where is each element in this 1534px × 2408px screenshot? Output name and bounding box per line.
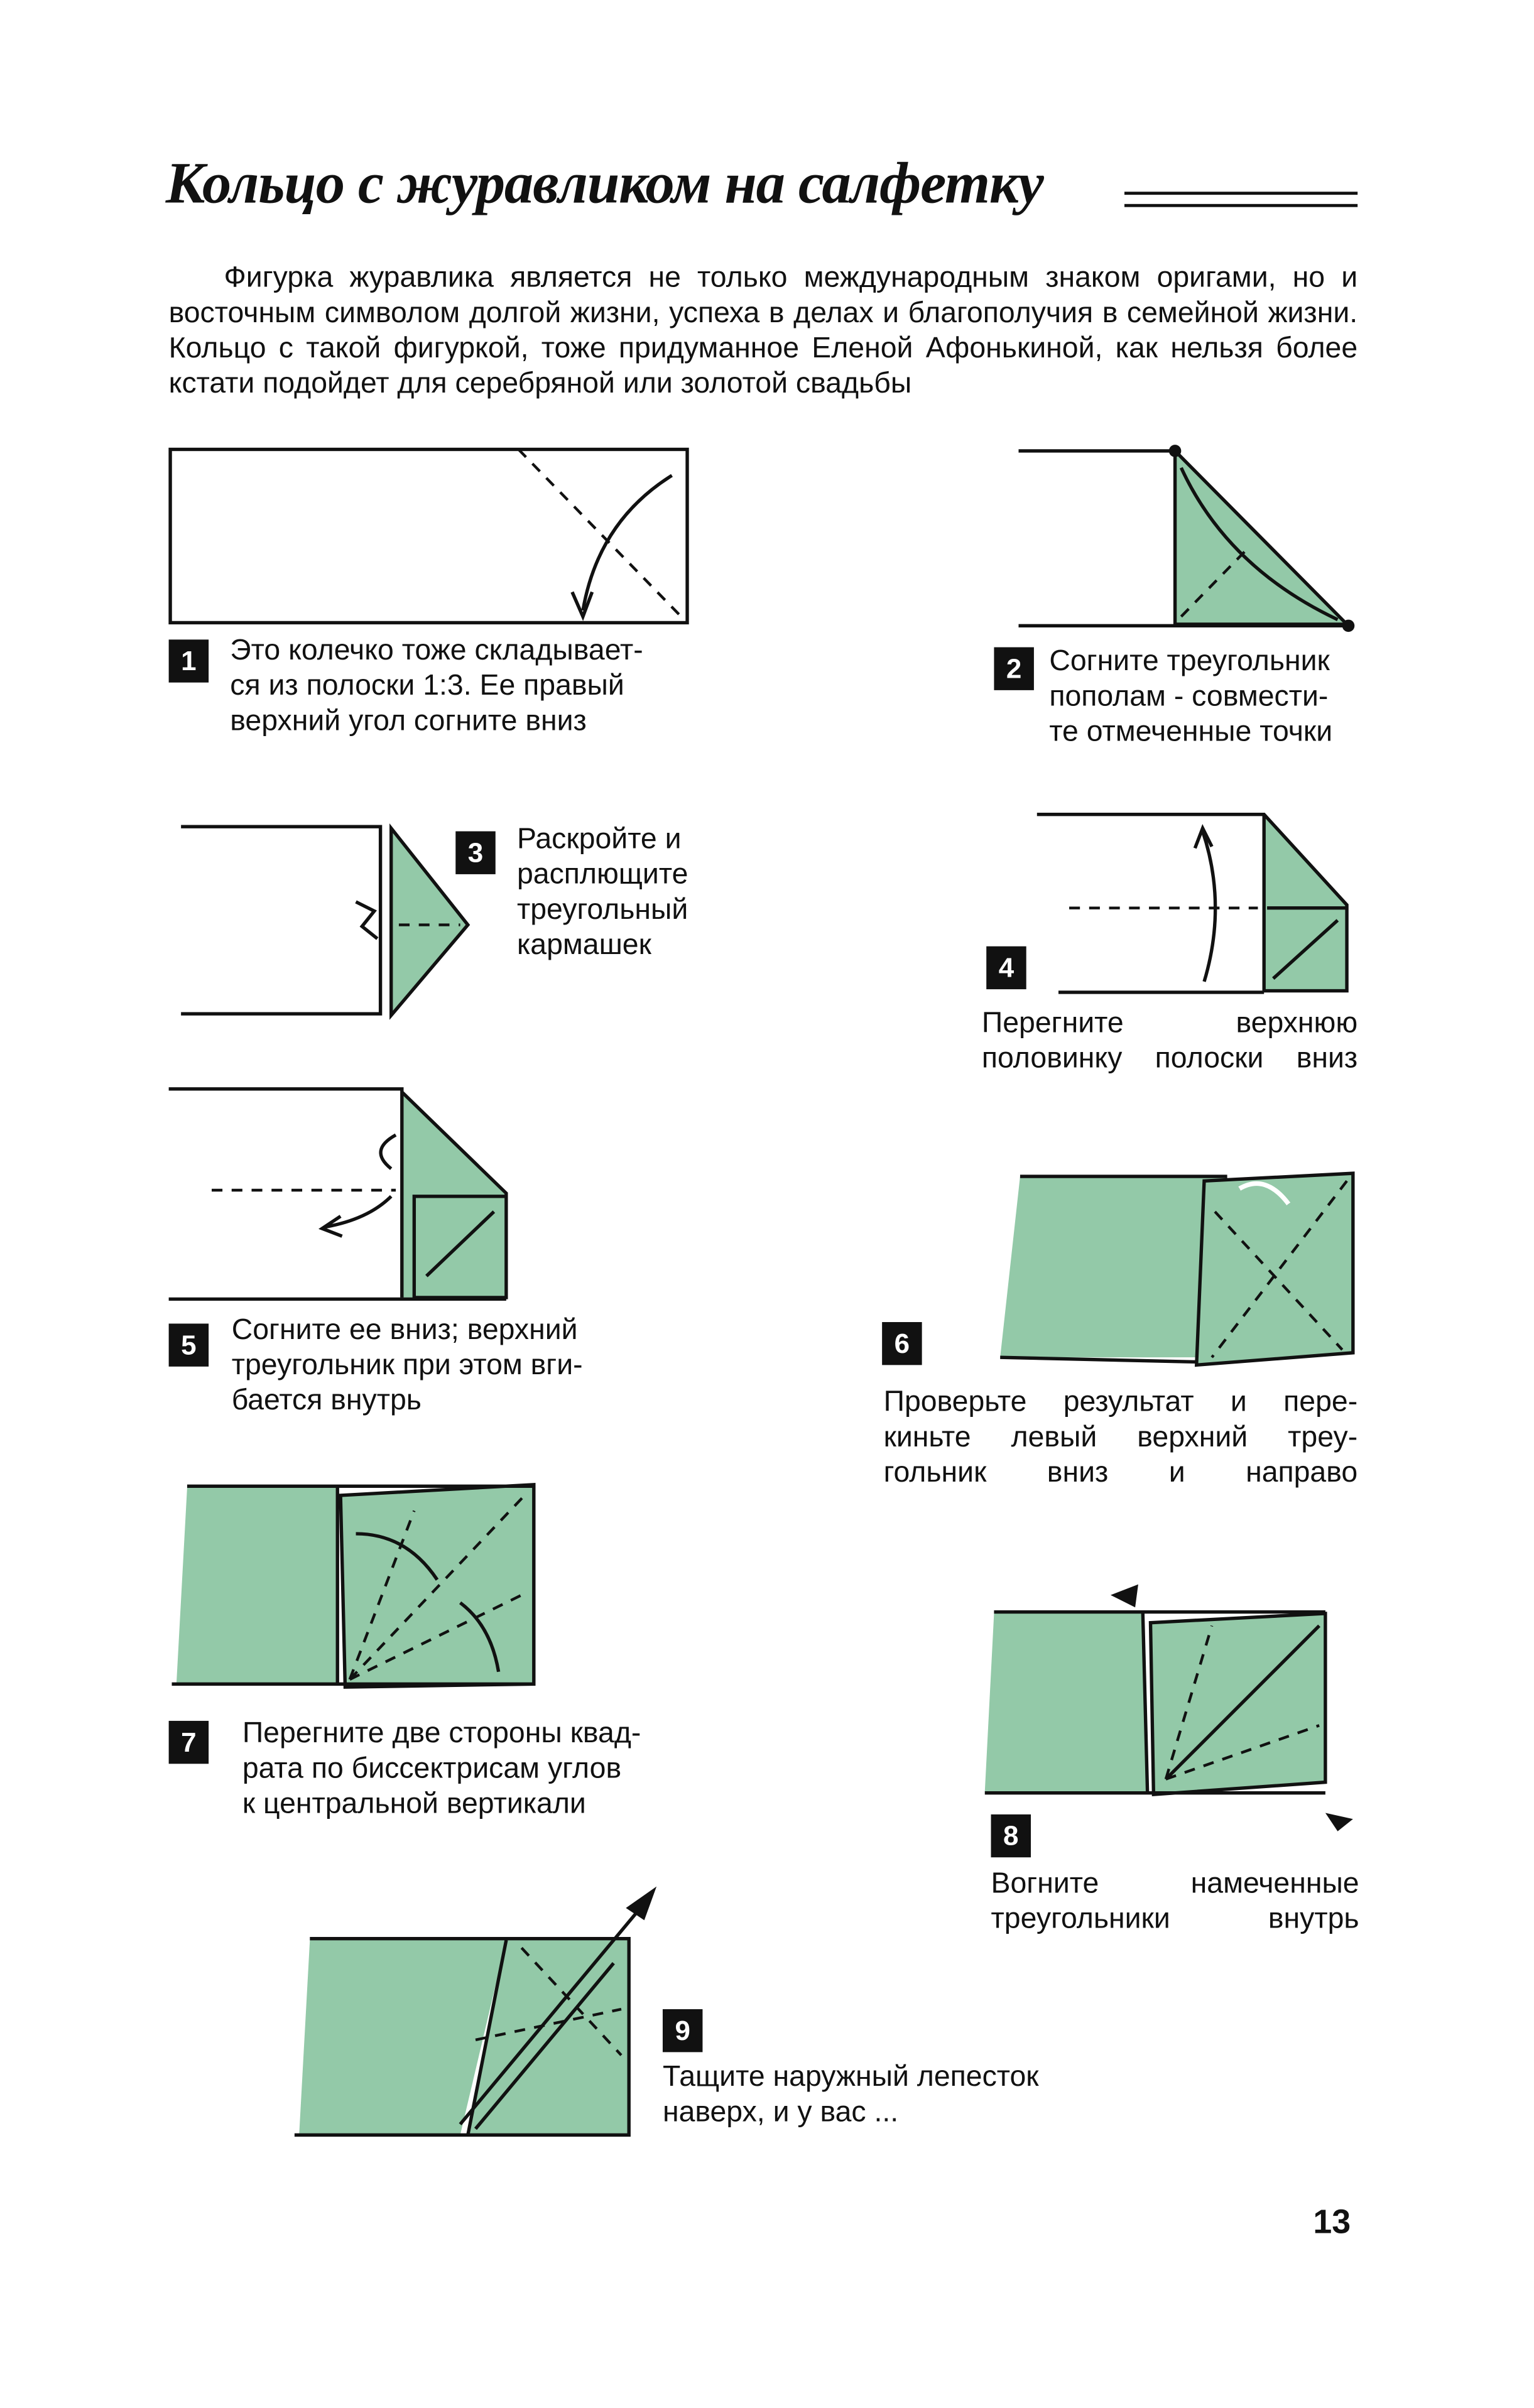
step-4-text: Перегните верхнюю половинку полоски вниз — [981, 1007, 1358, 1075]
step-2-text: Согните треугольник пополам - совмести- … — [1049, 646, 1333, 749]
step-3-text: Раскройте и расплющите треугольный карма… — [516, 823, 688, 962]
step-4-diagram — [1036, 813, 1349, 994]
step-badge: 4 — [986, 946, 1026, 990]
step-badge: 5 — [168, 1323, 209, 1367]
page-title: Кольцо с журавликом на салфетку — [165, 151, 1044, 217]
title-rule — [1124, 203, 1358, 207]
step-badge: 6 — [882, 1322, 922, 1365]
step-6-diagram — [1000, 1171, 1355, 1367]
intro-paragraph: Фигурка журавлика является не только меж… — [168, 262, 1358, 401]
step-9-diagram — [294, 1886, 657, 2137]
step-3-diagram — [181, 823, 471, 1020]
step-8-text: Вогните намеченные треугольники внутрь — [991, 1868, 1359, 1936]
step-7-diagram — [171, 1483, 536, 1689]
step-badge: 7 — [168, 1720, 209, 1764]
step-1-diagram — [168, 447, 689, 625]
step-badge: 1 — [168, 639, 209, 683]
step-9-text: Тащите наружный лепесток наверх, и у вас… — [662, 2061, 1039, 2129]
step-2-diagram — [1018, 445, 1355, 632]
step-1-text: Это колечко тоже складывает- ся из полос… — [230, 634, 643, 738]
title-rule — [1124, 192, 1358, 195]
step-8-diagram — [984, 1584, 1353, 1831]
step-6-text: Проверьте результат и пере- киньте левый… — [883, 1386, 1358, 1490]
step-5-text: Согните ее вниз; верхний треугольник при… — [231, 1314, 583, 1418]
step-7-text: Перегните две стороны квад- рата по бисс… — [242, 1718, 641, 1821]
step-badge: 2 — [994, 647, 1034, 690]
step-badge: 9 — [662, 2009, 703, 2053]
step-5-diagram — [168, 1087, 508, 1301]
page-number: 13 — [1313, 2202, 1351, 2241]
step-badge: 8 — [991, 1814, 1031, 1858]
step-badge: 3 — [455, 831, 496, 874]
